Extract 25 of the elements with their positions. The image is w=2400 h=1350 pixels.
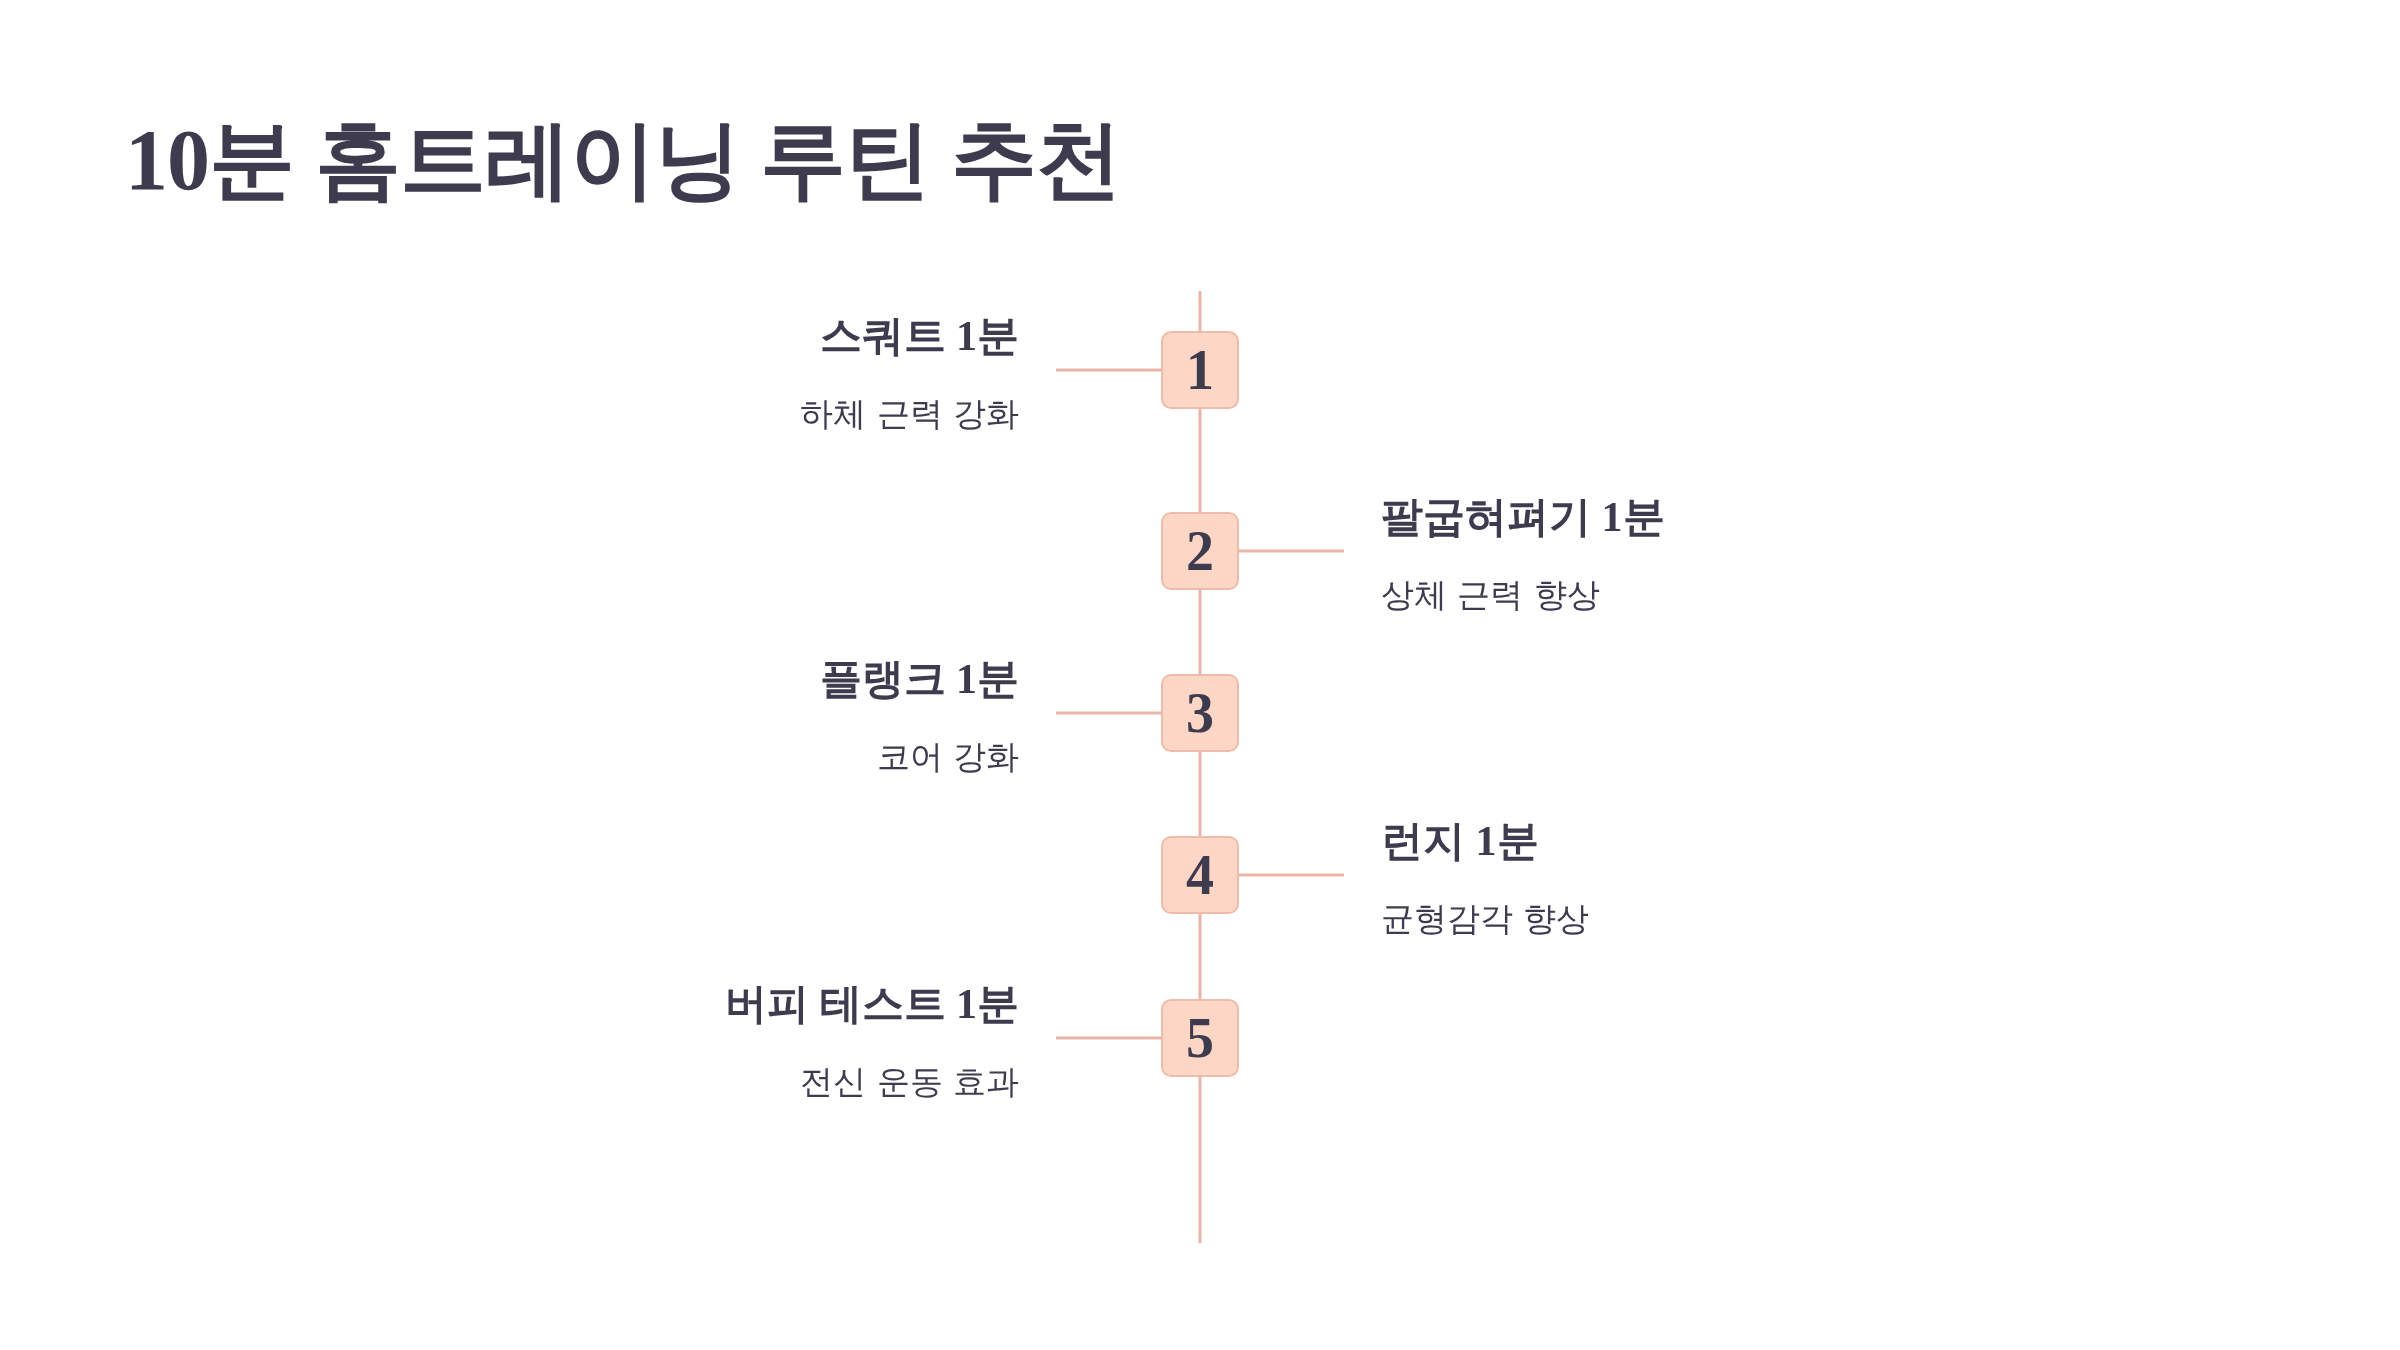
step-number-box: 1 — [1161, 331, 1239, 409]
timeline-line — [1198, 409, 1202, 512]
connector-line — [1056, 368, 1161, 372]
step-number-box: 4 — [1161, 836, 1239, 914]
connector-line — [1056, 1036, 1161, 1040]
connector-line — [1239, 873, 1344, 877]
step-number-box: 2 — [1161, 512, 1239, 590]
step-description: 하체 근력 강화 — [799, 393, 1019, 435]
step-description: 균형감각 향상 — [1381, 898, 1591, 940]
step-number-box: 5 — [1161, 999, 1239, 1077]
step-description: 코어 강화 — [875, 736, 1019, 778]
step-description: 전신 운동 효과 — [799, 1061, 1019, 1103]
connector-line — [1239, 549, 1344, 553]
step-title: 버피 테스트 1분 — [724, 980, 1019, 1029]
step-title: 런지 1분 — [1381, 817, 1540, 866]
timeline-line — [1198, 752, 1202, 836]
title: 10분 홈트레이닝 루틴 추천 — [125, 111, 1121, 210]
step-description: 상체 근력 향상 — [1381, 574, 1601, 616]
step-title: 플랭크 1분 — [818, 655, 1019, 704]
connector-line — [1056, 711, 1161, 715]
step-number-box: 3 — [1161, 674, 1239, 752]
step-title: 팔굽혀펴기 1분 — [1381, 493, 1666, 542]
timeline-line — [1198, 590, 1202, 674]
step-title: 스쿼트 1분 — [818, 312, 1019, 361]
timeline-line — [1198, 914, 1202, 999]
